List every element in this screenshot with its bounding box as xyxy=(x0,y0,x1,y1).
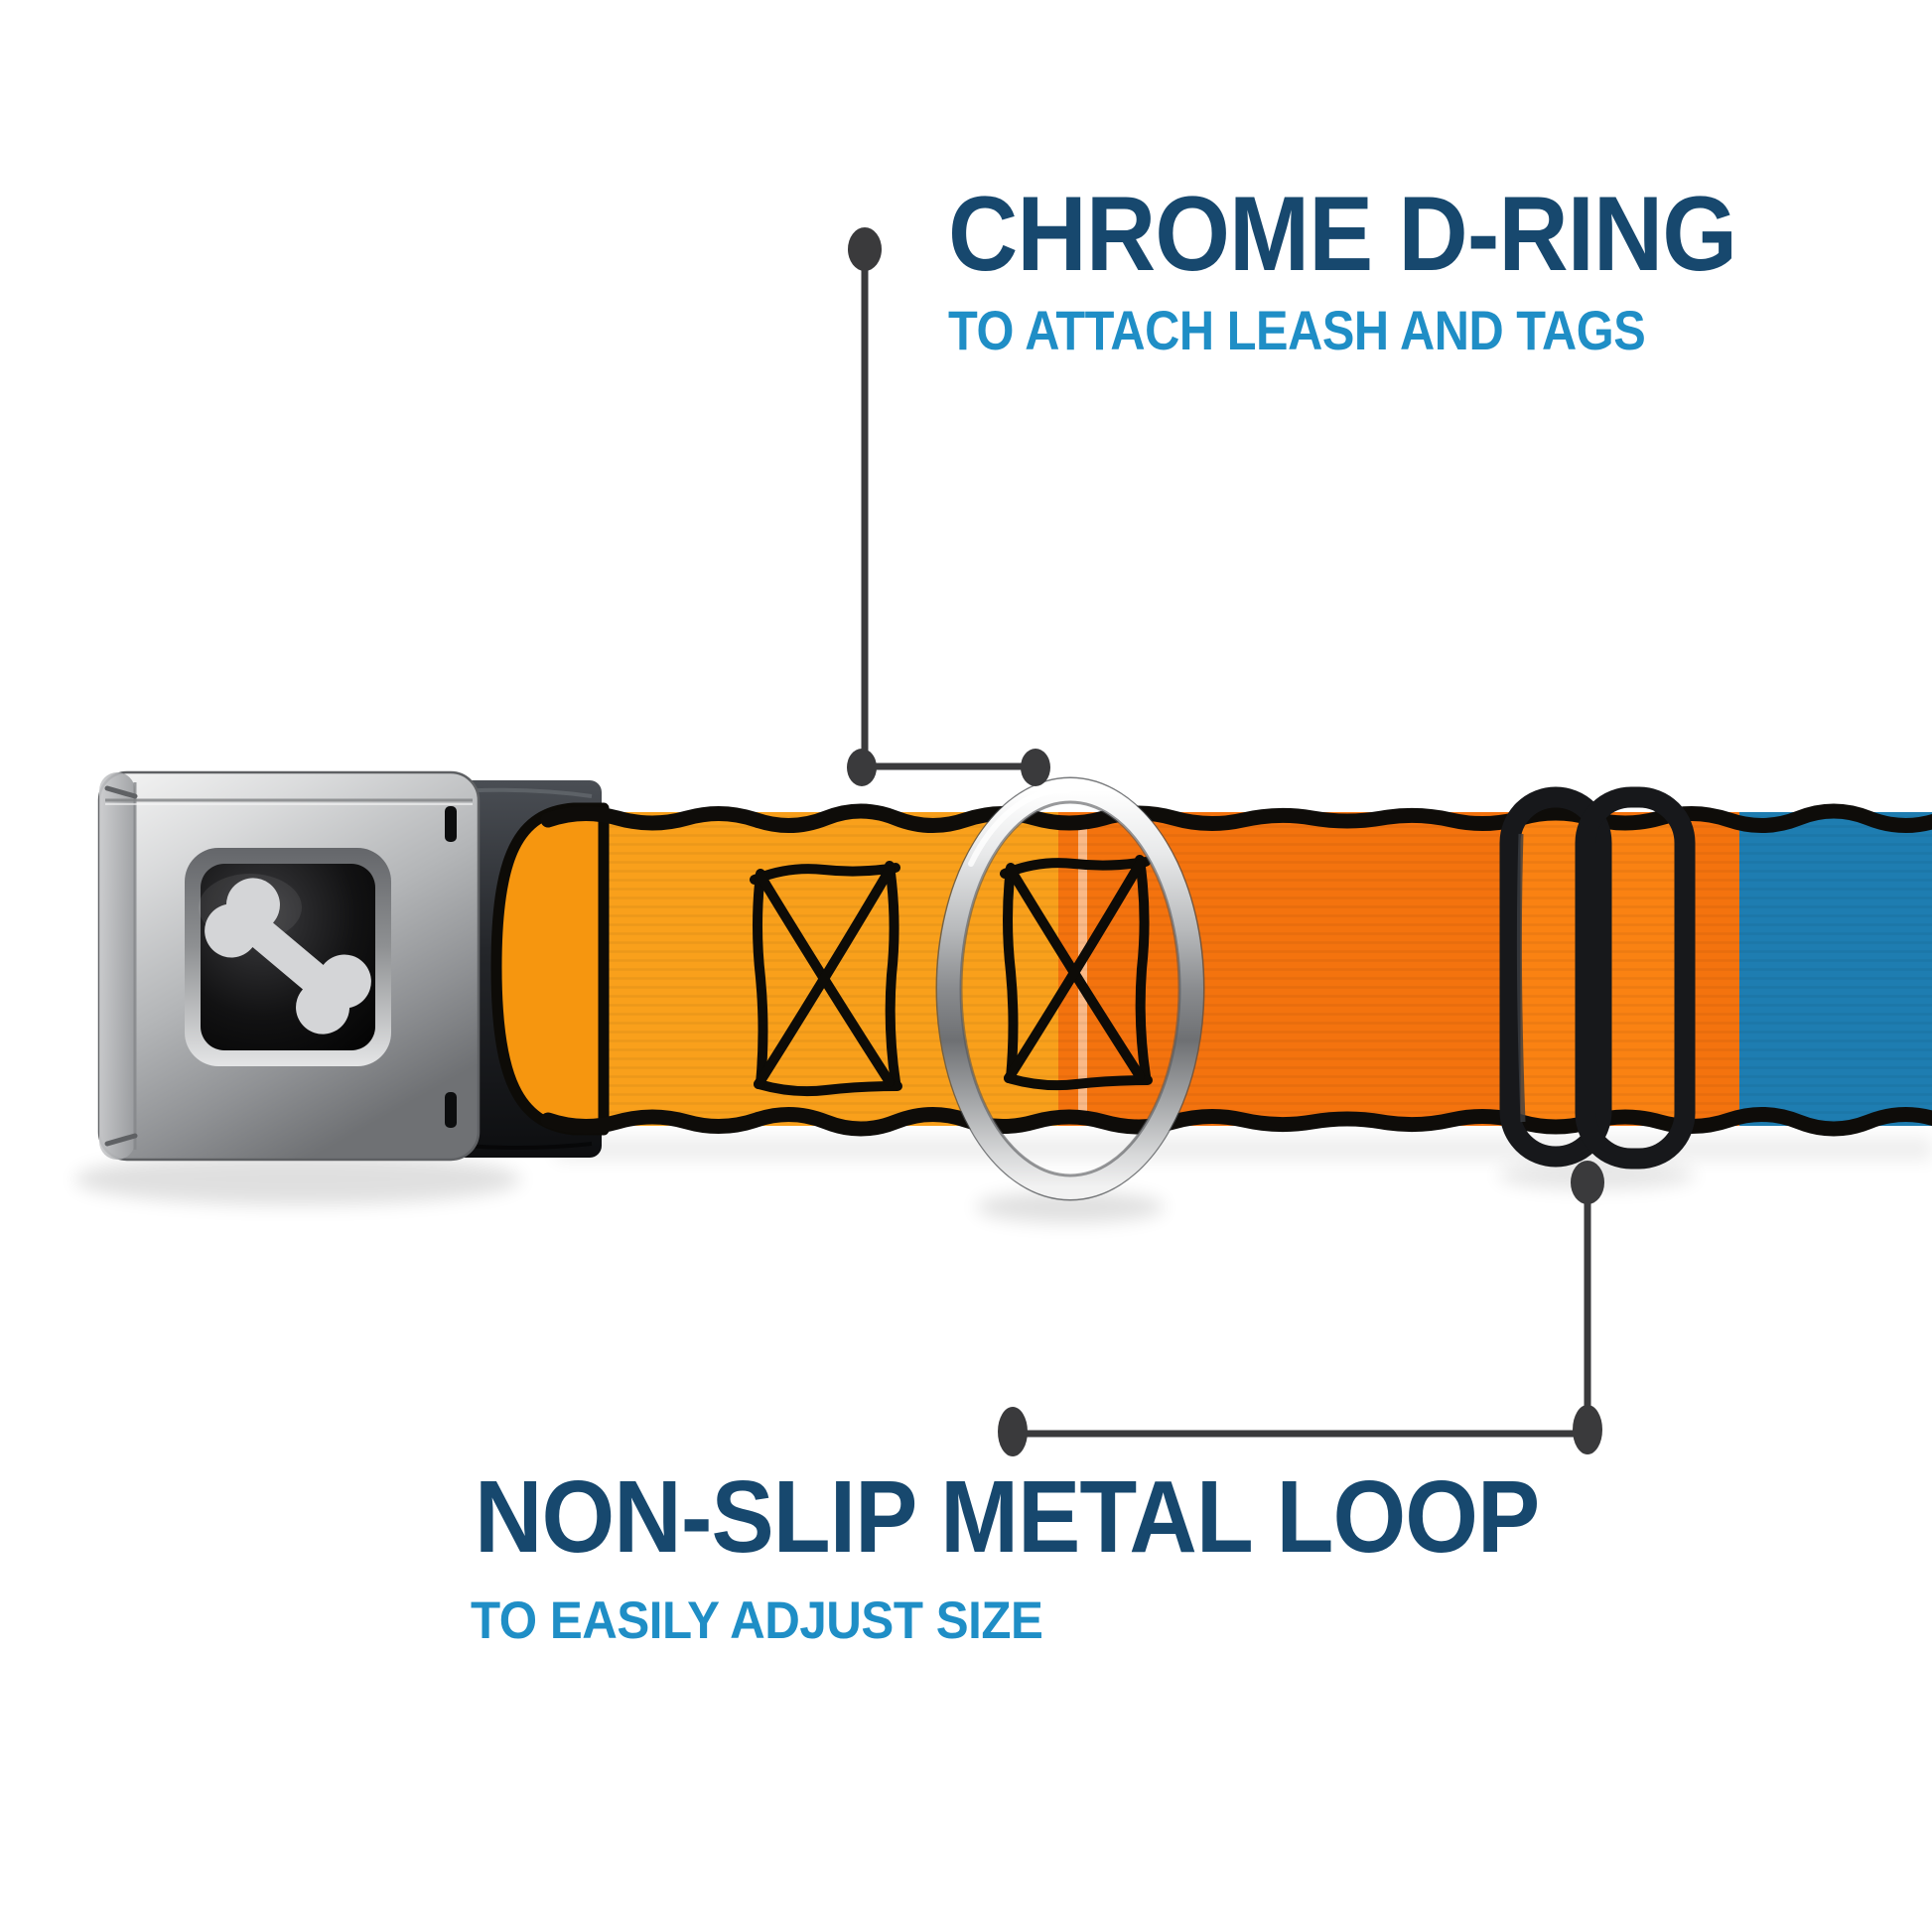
leader-dot xyxy=(1573,1405,1602,1454)
callout-slider-title: NON-SLIP METAL LOOP xyxy=(475,1459,1540,1574)
metal-slider-loop xyxy=(1499,786,1696,1170)
leader-dot xyxy=(848,227,882,271)
dog-bone-icon xyxy=(205,878,371,1035)
strap-edge-top xyxy=(540,803,1932,834)
leader-dot xyxy=(998,1407,1028,1456)
leader-dot xyxy=(1571,1161,1604,1204)
chrome-d-ring xyxy=(935,776,1205,1201)
callout-dring-subtitle: TO ATTACH LEASH AND TAGS xyxy=(948,299,1646,361)
callout-dring-title: CHROME D-RING xyxy=(948,174,1737,293)
callout-slider-subtitle: TO EASILY ADJUST SIZE xyxy=(471,1591,1043,1650)
strap-edge-bottom xyxy=(540,1106,1932,1137)
leader-dot xyxy=(847,749,877,786)
leader-line-slider xyxy=(998,1161,1604,1456)
leader-dot xyxy=(1021,749,1050,786)
webbing-strap xyxy=(490,802,1932,1137)
strap-buckle-wrap xyxy=(490,802,610,1136)
seatbelt-buckle xyxy=(97,770,481,1162)
buckle-fold-edge xyxy=(99,772,135,1160)
leader-line-dring xyxy=(847,227,1050,786)
